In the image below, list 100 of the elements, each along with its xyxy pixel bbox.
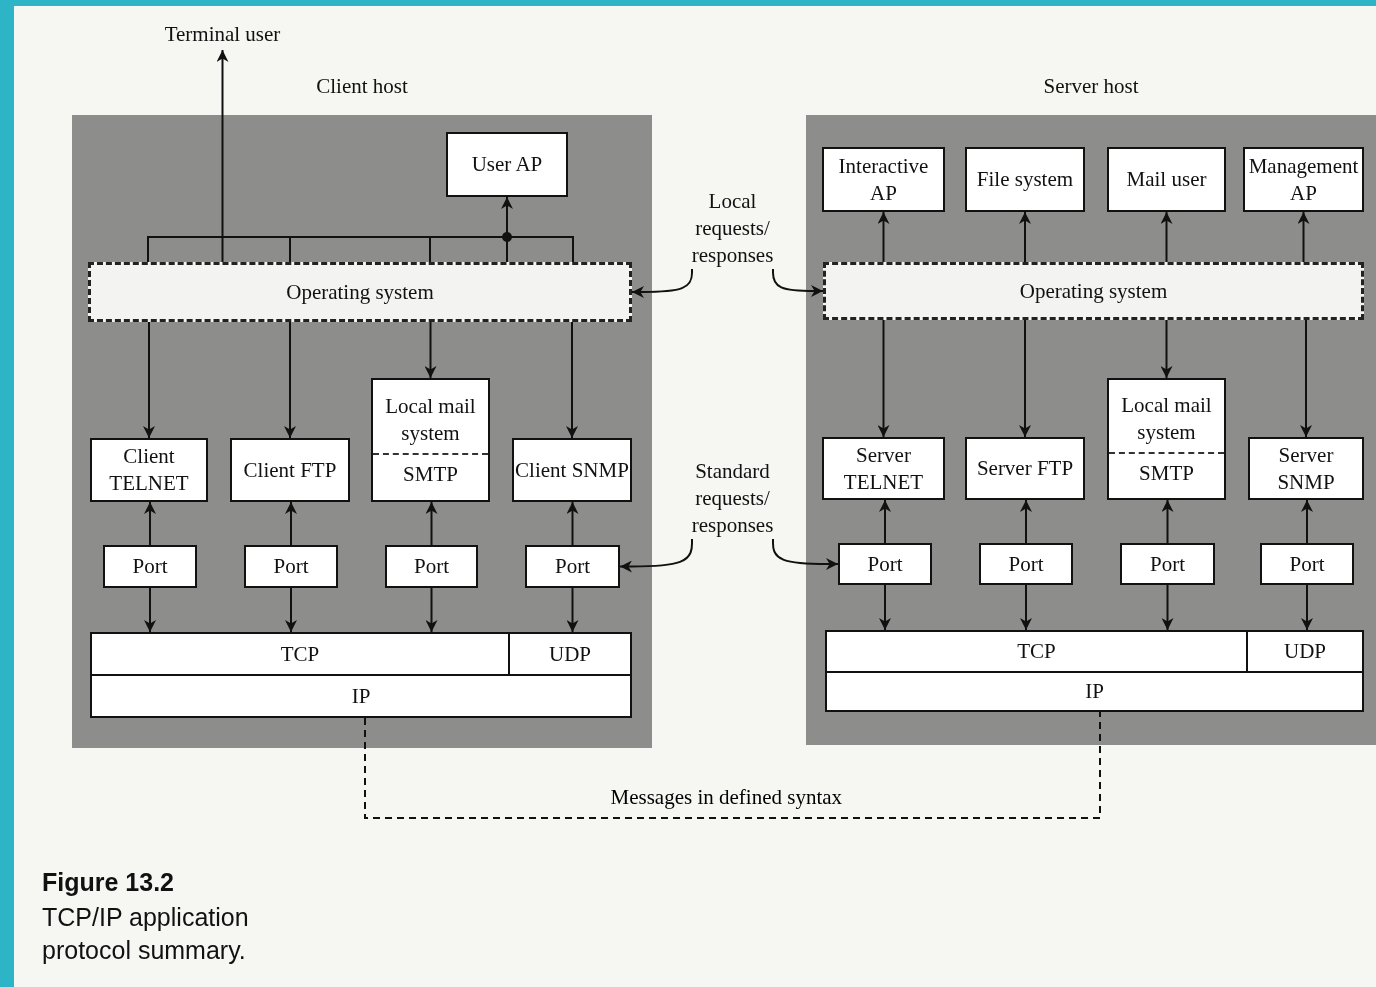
box-label: Local mail system [1120,391,1213,446]
box-label: Server SNMP [1276,441,1336,496]
arrow [425,501,438,546]
arrow [1301,584,1313,631]
arrow [631,268,693,298]
arrow [772,538,839,570]
arrow [1161,584,1174,631]
process-box [512,438,632,502]
arrow [877,319,890,438]
arrow [1160,319,1173,379]
arrow [144,587,156,633]
text-label: Standard requests/ responses [680,455,785,541]
text-label: Local requests/ responses [680,185,785,271]
panel-heading: Client host [315,73,409,100]
box-label: Server TELNET [842,441,925,496]
arrow [1300,319,1312,438]
process-box [825,630,1248,673]
box-label: Local mail system [384,392,477,447]
process-box [1107,378,1226,500]
arrow [1161,499,1174,544]
process-box [822,437,945,500]
process-box [103,545,197,588]
box-label: Management AP [1247,152,1360,207]
box-label: Port [1008,550,1044,578]
box-label: Interactive AP [837,152,930,207]
arrow [216,49,229,263]
box-label: UDP [549,640,591,668]
arrow [877,211,890,263]
process-box [508,632,632,676]
box-label: File system [976,166,1074,193]
process-box [822,147,945,212]
box-label: TCP [1017,638,1056,665]
process-box [371,378,490,502]
box-label: Port [1289,550,1325,578]
arrow [566,587,579,633]
box-label: Port [273,553,309,580]
operating-system-band [88,262,632,322]
arrow [285,501,297,546]
arrow [1301,499,1313,544]
arrow [879,499,891,544]
arrow [143,321,155,439]
box-label: Client TELNET [108,443,190,497]
box-label: SMTP [403,460,458,488]
box-label: Server FTP [976,455,1074,482]
figure-title: Figure 13.2 [42,868,174,897]
box-label: IP [1085,678,1104,705]
arrow [501,196,513,263]
process-box [446,132,568,197]
process-box [230,438,350,502]
process-box [1107,147,1226,212]
process-box [90,674,632,718]
box-label: Operating system [286,278,434,306]
process-box [244,545,338,588]
box-label: IP [351,682,371,710]
process-box [1246,630,1364,673]
box-label: Port [414,553,449,580]
process-box [90,632,510,676]
box-label: Mail user [1126,166,1207,193]
process-box [838,543,932,585]
arrow [284,321,296,439]
text-label: Terminal user [160,18,285,50]
process-box [385,545,478,588]
box-label: SMTP [1139,459,1194,487]
arrow [1019,319,1031,438]
panel-heading: Server host [1042,73,1140,100]
process-box [965,147,1085,212]
arrow [285,587,297,633]
box-label: TCP [280,640,320,668]
arrow [144,501,156,546]
box-label: Client SNMP [515,456,629,484]
box-label: Port [1150,550,1185,578]
box-label: Port [555,553,590,580]
box-label: User AP [471,151,543,178]
box-label: Port [867,550,903,578]
operating-system-band [823,262,1364,320]
arrow [1020,584,1032,631]
arrow [424,321,437,379]
arrow [566,321,578,439]
figure-caption: TCP/IP application protocol summary. [42,902,250,966]
box-label: Port [132,553,168,580]
arrow [1019,211,1031,263]
arrow [566,501,579,546]
arrow [619,538,693,573]
process-box [825,671,1364,712]
arrow [772,268,824,297]
box-label: Operating system [1019,277,1168,305]
process-box [979,543,1073,585]
process-box [1260,543,1354,585]
arrow [1160,211,1173,263]
process-box [90,438,208,502]
arrow [1020,499,1032,544]
connector-line [364,711,1101,819]
arrow [879,584,891,631]
box-label: UDP [1284,638,1326,665]
process-box [965,437,1085,500]
arrow [425,587,438,633]
process-box [525,545,620,588]
box-label: Client FTP [243,456,337,484]
process-box [1120,543,1215,585]
process-box [1248,437,1364,500]
